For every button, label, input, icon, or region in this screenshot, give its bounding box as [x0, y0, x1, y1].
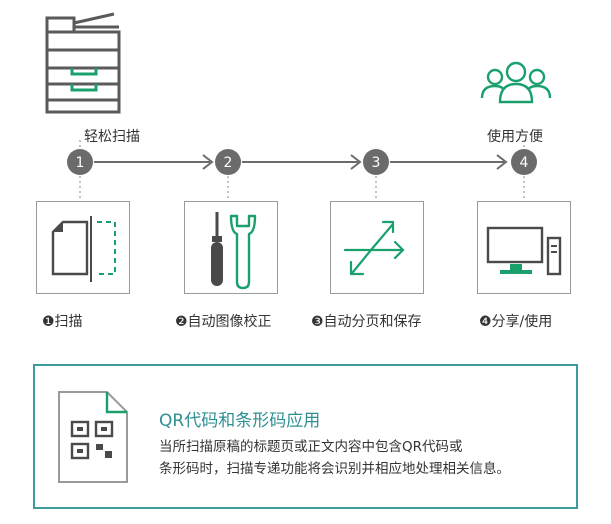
qr-document-icon	[58, 391, 128, 483]
printer-icon	[45, 12, 121, 114]
qr-feature-panel: QR代码和条形码应用 当所扫描原稿的标题页或正文内容中包含QR代码或 条形码时，…	[33, 364, 578, 509]
step-3-label: ❸自动分页和保存	[311, 314, 422, 330]
step-2-label: ❷自动图像校正	[175, 314, 272, 330]
step-4-label: ❹分享/使用	[479, 314, 553, 330]
easy-use-label: 使用方便	[487, 129, 543, 145]
step-2-box	[184, 201, 278, 294]
easy-scan-label: 轻松扫描	[84, 129, 140, 145]
feature-desc-line-1: 当所扫描原稿的标题页或正文内容中包含QR代码或	[159, 439, 463, 455]
step-1-box	[36, 201, 130, 294]
step-1-circle	[67, 149, 93, 175]
tools-icon	[211, 212, 257, 290]
step-4-number: 4	[520, 155, 529, 171]
step-4-circle	[511, 149, 537, 175]
desktop-computer-icon	[486, 226, 562, 276]
step-3-number: 3	[372, 155, 381, 171]
step-1-label: ❶扫描	[42, 314, 83, 330]
timeline: 1 2 3 4	[67, 140, 537, 200]
step-4-box	[477, 201, 571, 294]
feature-desc-line-2: 条形码时，扫描专递功能将会识别并相应地处理相关信息。	[159, 461, 510, 477]
step-1-number: 1	[76, 155, 85, 171]
step-3-circle	[363, 149, 389, 175]
users-icon	[480, 61, 552, 104]
split-arrows-icon	[343, 220, 405, 276]
scan-document-icon	[51, 216, 116, 282]
step-2-circle	[215, 149, 241, 175]
step-2-number: 2	[224, 155, 233, 171]
step-3-box	[330, 201, 424, 294]
feature-title: QR代码和条形码应用	[159, 411, 321, 431]
